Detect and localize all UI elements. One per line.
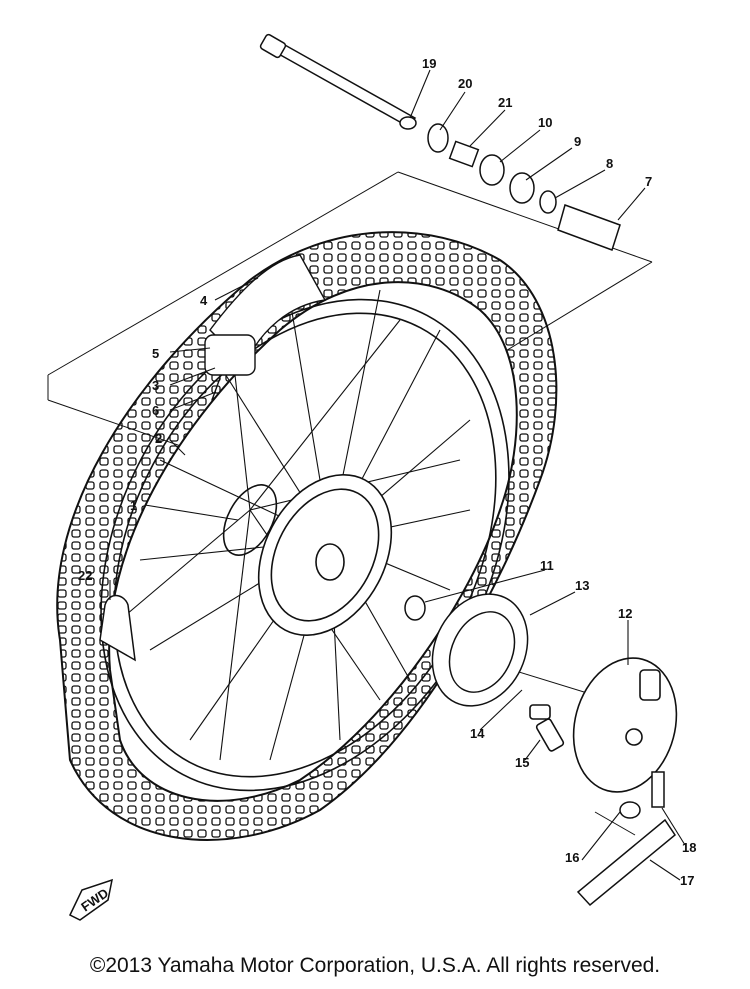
callout-16: 16 bbox=[565, 850, 579, 865]
fwd-arrow bbox=[69, 878, 113, 921]
callout-6: 6 bbox=[152, 403, 159, 418]
axle-assembly bbox=[259, 33, 621, 251]
callout-21: 21 bbox=[498, 95, 512, 110]
mud-guard bbox=[99, 594, 136, 662]
hub bbox=[222, 474, 393, 636]
leader-lines bbox=[109, 69, 686, 881]
callout-labels: 19 20 21 10 9 8 7 4 5 3 6 2 1 22 11 13 1… bbox=[78, 56, 696, 915]
callout-14: 14 bbox=[470, 726, 485, 741]
callout-4: 4 bbox=[200, 293, 208, 308]
callout-11: 11 bbox=[540, 558, 554, 573]
tube bbox=[204, 254, 327, 401]
callout-15: 15 bbox=[515, 755, 529, 770]
callout-19: 19 bbox=[422, 56, 436, 71]
callout-10: 10 bbox=[538, 115, 552, 130]
callout-12: 12 bbox=[618, 606, 632, 621]
copyright-notice: ©2013 Yamaha Motor Corporation, U.S.A. A… bbox=[89, 954, 661, 977]
callout-1: 1 bbox=[130, 498, 137, 513]
callout-18: 18 bbox=[682, 840, 696, 855]
callout-13: 13 bbox=[575, 578, 589, 593]
callout-22: 22 bbox=[78, 568, 92, 583]
callout-3: 3 bbox=[152, 378, 159, 393]
brake-shoes bbox=[404, 593, 529, 707]
callout-8: 8 bbox=[606, 156, 613, 171]
callout-9: 9 bbox=[574, 134, 581, 149]
callout-17: 17 bbox=[680, 873, 694, 888]
callout-5: 5 bbox=[152, 346, 159, 361]
callout-7: 7 bbox=[645, 174, 652, 189]
brake-arm bbox=[576, 771, 677, 907]
brake-plate bbox=[529, 657, 678, 793]
callout-20: 20 bbox=[458, 76, 472, 91]
callout-2: 2 bbox=[155, 431, 162, 446]
